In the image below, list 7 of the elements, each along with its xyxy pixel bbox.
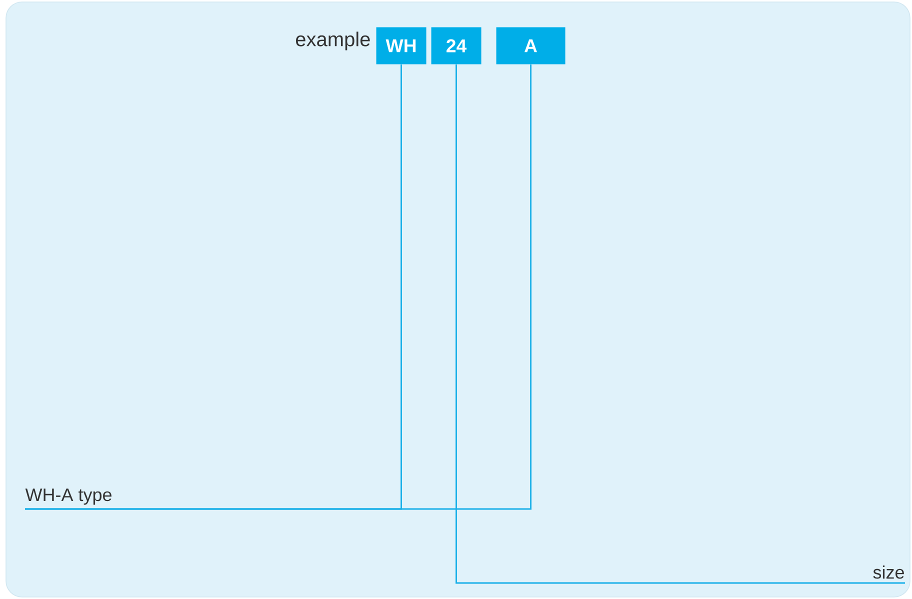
code-box: 24 <box>431 27 482 64</box>
code-box: A <box>496 27 566 64</box>
label-text: WH-A type <box>25 488 112 505</box>
leader-line <box>25 64 532 510</box>
label-text: size <box>873 566 904 579</box>
code-box: WH <box>376 27 426 64</box>
leader-line <box>456 64 906 584</box>
